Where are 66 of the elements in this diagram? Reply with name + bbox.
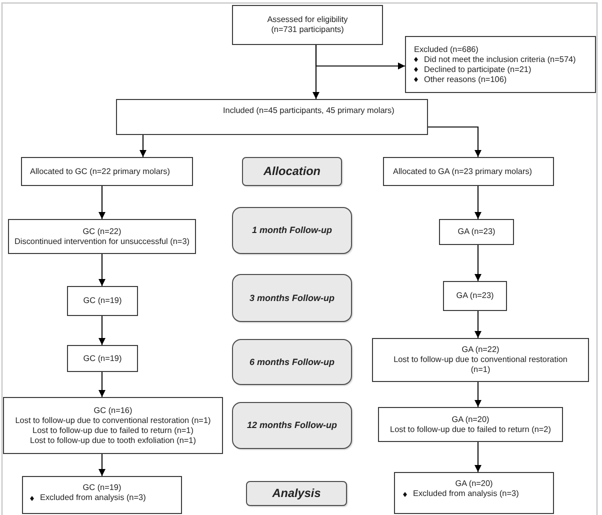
box-text: GA (n=23) (456, 291, 494, 301)
box-heading: Excluded (n=686) (414, 44, 478, 54)
stage-box (232, 274, 352, 322)
process-box (232, 5, 383, 45)
box-text: Assessed for eligibility (n=731 participants) (266, 15, 349, 35)
process-box (67, 345, 138, 372)
box-heading: GA (n=22) (462, 345, 500, 355)
stage-label: 3 months Follow-up (250, 292, 334, 304)
box-heading: GA (n=20) (452, 414, 490, 424)
box-text: Allocated to GA (n=23 primary molars) (393, 166, 532, 176)
box-text: Lost to follow-up due to conventional restoration (n=1) (15, 416, 211, 426)
box-heading: GC (n=19) (82, 483, 122, 493)
box-text: Lost to follow-up due to tooth exfoliation (n=1) (30, 436, 196, 446)
process-box (116, 99, 428, 135)
arrow (474, 382, 482, 407)
list-item-text: Excluded from analysis (n=3) (40, 493, 146, 503)
box-text: GC (n=19) (83, 296, 122, 306)
arrow (474, 186, 482, 219)
stage-label: Allocation (263, 164, 321, 179)
stage-label: 6 months Follow-up (250, 356, 334, 368)
process-box (405, 36, 596, 93)
arrow (474, 442, 482, 472)
list-item-text: Declined to participate (n=21) (424, 64, 532, 74)
process-box (22, 476, 182, 514)
box-heading: GC (n=16) (94, 406, 132, 416)
process-box (67, 286, 138, 316)
box-text: Lost to follow-up due to conventional restoration (n=1) (392, 355, 568, 375)
process-box (378, 407, 563, 442)
arrow (315, 45, 405, 70)
box-text: Lost to follow-up due to failed to return (n=1) (32, 426, 194, 436)
box-text: Discontinued intervention for unsuccessful (n=3) (14, 236, 190, 246)
process-box (383, 157, 554, 186)
arrow (474, 311, 482, 338)
process-box (3, 397, 223, 454)
box-text: Allocated to GC (n=22 primary molars) (30, 166, 170, 176)
process-box (372, 338, 589, 382)
stage-box (232, 339, 352, 385)
list-item-text: Did not meet the inclusion criteria (n=574) (424, 54, 576, 64)
arrow (98, 454, 106, 476)
stage-label: 12 months Follow-up (247, 420, 337, 431)
box-heading: GC (n=22) (82, 226, 122, 236)
arrow (98, 254, 106, 286)
list-item-text: Other reasons (n=106) (424, 74, 507, 84)
arrow (98, 372, 106, 397)
box-heading: GA (n=20) (455, 479, 493, 489)
box-text: GC (n=19) (83, 354, 122, 364)
list-item-text: Excluded from analysis (n=3) (413, 489, 519, 499)
process-box (394, 472, 554, 514)
box-text: Lost to follow-up due to failed to return (n=2) (390, 424, 551, 434)
process-box (21, 157, 193, 186)
arrow (98, 186, 106, 219)
stage-box (242, 157, 342, 186)
stage-label: 1 month Follow-up (252, 225, 332, 236)
process-box (439, 219, 514, 245)
arrow (474, 245, 482, 281)
stage-box (232, 207, 352, 254)
stage-box (246, 481, 347, 506)
process-box (8, 219, 196, 254)
arrow (428, 126, 482, 157)
process-box (443, 281, 507, 311)
box-text: Included (n=45 participants, 45 primary molars) (223, 106, 394, 116)
arrow (98, 316, 106, 345)
box-text: GA (n=23) (458, 227, 496, 237)
stage-label: Analysis (272, 486, 321, 501)
stage-box (232, 402, 352, 449)
arrow (140, 135, 146, 157)
